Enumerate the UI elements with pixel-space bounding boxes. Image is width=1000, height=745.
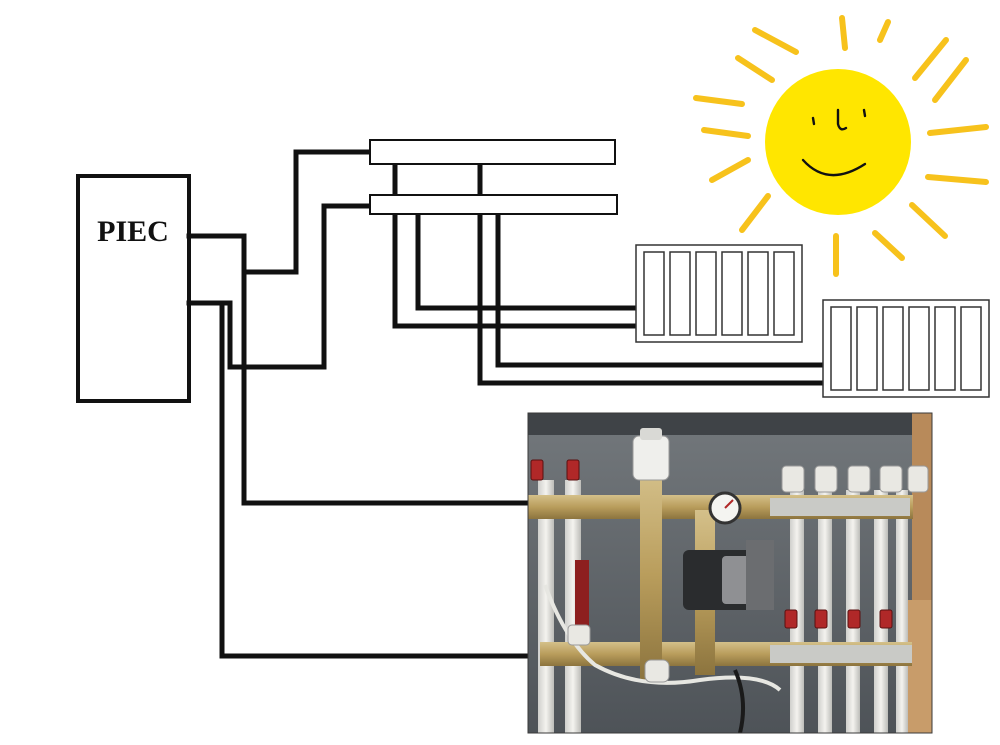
boiler: PIEC xyxy=(76,174,191,403)
pipe-radiator1-lower xyxy=(415,211,639,311)
sun-icon xyxy=(693,15,989,277)
radiator-1 xyxy=(635,244,803,343)
distributor xyxy=(369,139,618,215)
pipe-supply-photo xyxy=(241,269,533,506)
pipe-return-photo xyxy=(219,300,548,659)
pipe-return-lower-manifold xyxy=(186,203,373,370)
boiler-label: PIEC xyxy=(97,215,169,248)
radiator-icon xyxy=(822,299,990,398)
boiler-box xyxy=(76,174,191,403)
distributor-bar-lower xyxy=(369,194,618,215)
pipe-supply-upper-manifold xyxy=(186,149,373,275)
sun-disc xyxy=(765,69,911,215)
sun-face xyxy=(801,108,867,177)
distributor-bar-upper xyxy=(369,139,616,165)
radiator-2 xyxy=(822,299,990,398)
pipe-radiator1-upper xyxy=(392,162,639,329)
pipes xyxy=(186,149,825,659)
pipe-radiator2-upper xyxy=(477,162,825,386)
radiator-icon xyxy=(635,244,803,343)
pipe-radiator2-lower xyxy=(495,211,825,368)
photo-manifold xyxy=(527,412,933,734)
